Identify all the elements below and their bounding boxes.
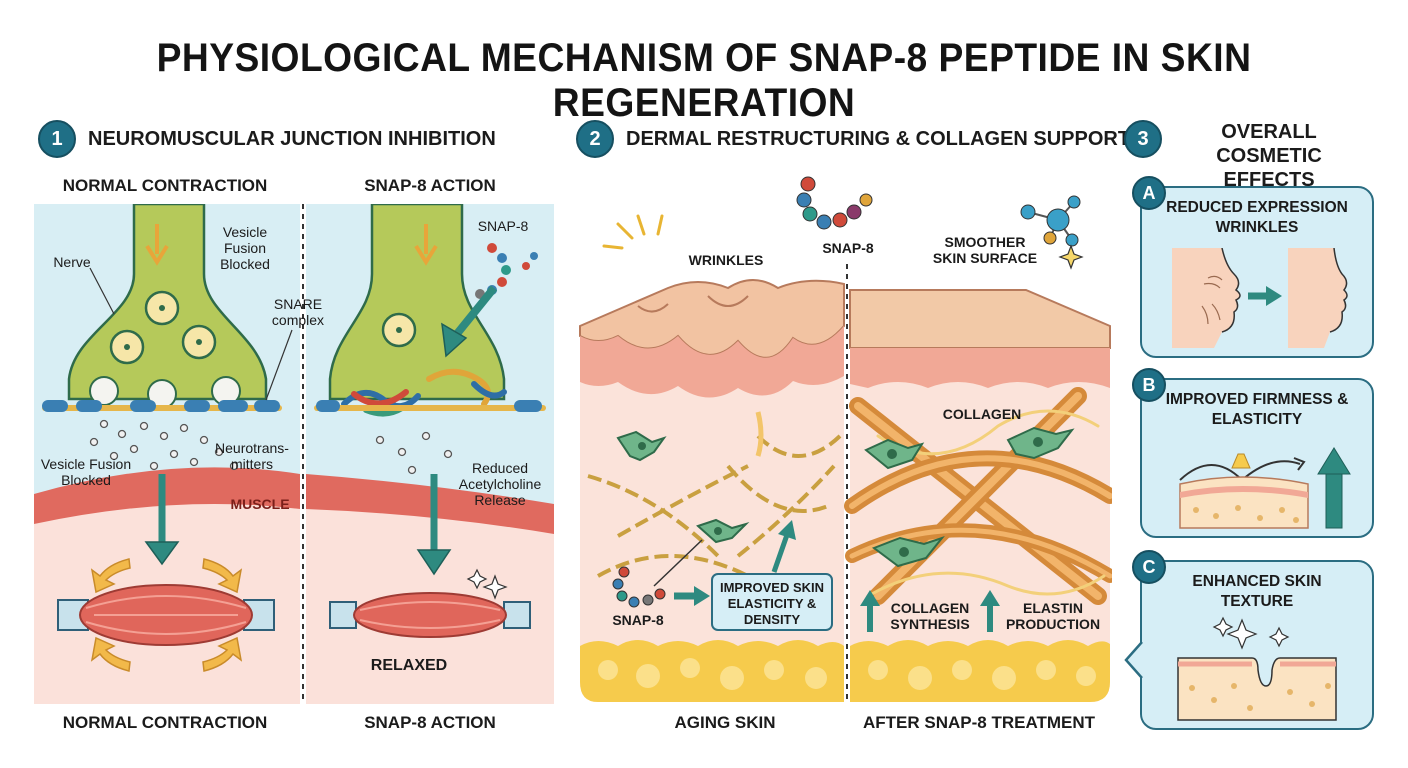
snap8-label-bottom: SNAP-8 [612,612,664,628]
vesicle-fusion-blocked-label-bottom: Vesicle Fusion Blocked [40,456,132,488]
snap8-label-top: SNAP-8 [822,240,874,256]
snare-chain-left [42,400,282,412]
reduced-acetylcholine-label: Reduced Acetylcholine Release [458,460,542,508]
page-title: PHYSIOLOGICAL MECHANISM OF SNAP-8 PEPTID… [156,36,1252,125]
snap8-label-section1: SNAP-8 [477,218,529,234]
relaxed-label: RELAXED [370,657,448,674]
contracted-muscle [57,584,275,646]
contraction-arrows [90,558,243,672]
card-c-pointer [1124,641,1143,679]
section-2-number: 2 [576,120,614,158]
vesicle-fusion-blocked-label-top: Vesicle Fusion Blocked [220,224,270,272]
nerve-label: Nerve [53,254,91,270]
wrinkles-label: WRINKLES [688,252,764,268]
vesicles-left [109,290,217,365]
effect-card-a-title: REDUCED EXPRESSION WRINKLES [1166,199,1348,236]
fat-layer [580,640,1110,702]
badge-b: B [1132,368,1166,402]
skin-texture-icon [1177,616,1337,721]
section-1-number: 1 [38,120,76,158]
effect-card-c-title: ENHANCED SKIN TEXTURE [1192,573,1322,610]
aging-skin-footer: AGING SKIN [674,713,776,732]
improved-skin-box [711,573,833,631]
blocked-snare-complex [341,368,507,417]
relaxed-muscle [329,592,531,638]
fragmented-collagen [587,434,842,578]
effect-card-c: C ENHANCED SKIN TEXTURE [1132,550,1374,730]
neurotransmitter-dots-right [375,431,453,475]
neurotransmitters-label: Neurotrans- mitters [215,440,289,472]
dermal-restructuring-diagram [579,176,1112,702]
snap8-molecule-top [796,176,873,230]
section-1-title: NEUROMUSCULAR JUNCTION INHIBITION [88,128,496,150]
section-1-header: 1 NEUROMUSCULAR JUNCTION INHIBITION [38,120,496,158]
firmness-icon [1179,447,1351,529]
snap8-molecule-bottom [612,566,666,608]
snare-complex-label: SNARE complex [271,296,325,328]
molecule-icon-right [1020,195,1081,247]
section-2-title: DERMAL RESTRUCTURING & COLLAGEN SUPPORT [626,128,1131,150]
badge-a: A [1132,176,1166,210]
smoother-skin-label: SMOOTHER SKIN SURFACE [932,234,1038,266]
nerve-terminal-right [328,204,506,401]
neurotransmitter-dots-left [89,419,239,471]
effect-card-b: B IMPROVED FIRMNESS & ELASTICITY [1132,368,1374,538]
snap8-action-footer: SNAP-8 ACTION [364,713,496,732]
face-comparison-icon [1172,248,1348,348]
snap8-action-header: SNAP-8 ACTION [364,176,496,195]
after-treatment-footer: AFTER SNAP-8 TREATMENT [862,713,1095,732]
effect-card-b-title: IMPROVED FIRMNESS & ELASTICITY [1165,391,1349,428]
section-3-header: 3 OVERALL COSMETIC EFFECTS [1124,120,1364,192]
neuromuscular-junction-diagram [34,204,554,704]
section-3-number: 3 [1124,120,1162,158]
section-3-title: OVERALL COSMETIC EFFECTS [1216,121,1322,191]
collagen-synthesis-label: COLLAGEN SYNTHESIS [890,600,970,632]
improved-elasticity-label: IMPROVED SKIN ELASTICITY & DENSITY [719,580,824,627]
normal-contraction-footer: NORMAL CONTRACTION [62,713,268,732]
badge-c: C [1132,550,1166,584]
effect-card-a: A REDUCED EXPRESSION WRINKLES [1132,176,1374,358]
section-2-header: 2 DERMAL RESTRUCTURING & COLLAGEN SUPPOR… [576,120,1130,158]
muscle-label: MUSCLE [230,496,290,512]
normal-contraction-header: NORMAL CONTRACTION [62,176,268,195]
elastin-production-label: ELASTIN PRODUCTION [1005,600,1101,632]
collagen-label: COLLAGEN [942,406,1022,422]
